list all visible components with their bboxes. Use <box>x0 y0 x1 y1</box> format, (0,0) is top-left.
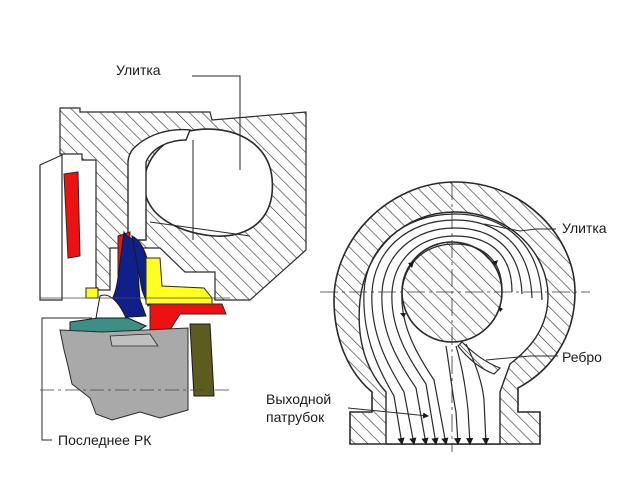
leader-last-impeller <box>41 317 92 441</box>
flow-lines <box>363 213 543 446</box>
leader-volute-top <box>192 75 241 170</box>
label-last-impeller: Последнее РК <box>58 432 152 448</box>
leader-outlet <box>347 407 429 419</box>
casing-left-step <box>39 154 63 301</box>
label-rib: Ребро <box>562 349 602 365</box>
grey-hub <box>59 327 189 421</box>
red-seal <box>149 303 227 331</box>
red-ring <box>63 171 81 259</box>
leader-rib <box>485 355 558 361</box>
label-volute-top: Улитка <box>116 62 161 78</box>
rotation-arrows <box>400 260 503 318</box>
leader-volute-right <box>483 223 556 232</box>
label-volute-right: Улитка <box>562 220 607 236</box>
label-outlet-line2: патрубок <box>266 409 325 425</box>
meridional-section <box>39 75 307 441</box>
volute-cross-section <box>320 181 590 452</box>
olive-ring <box>189 323 215 397</box>
yellow-seal <box>85 287 99 299</box>
label-outlet-line1: Выходной <box>266 391 332 407</box>
volute-passage <box>127 128 191 241</box>
